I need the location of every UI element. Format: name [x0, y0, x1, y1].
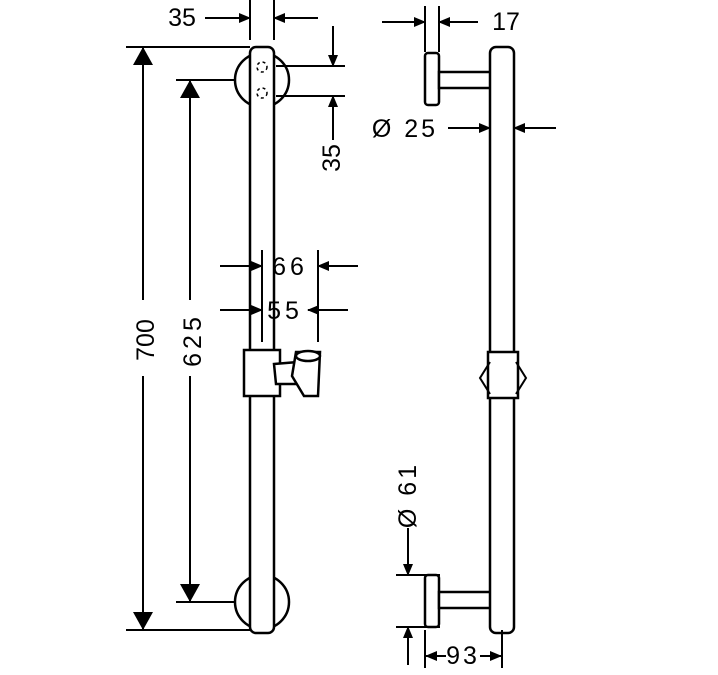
side-slider-clip	[478, 361, 528, 395]
side-view: 17 Ø 25 Ø 61 93	[372, 6, 556, 670]
side-rod	[488, 45, 516, 635]
dim-overall-height: 700	[132, 319, 160, 361]
dim-flange-diameter: Ø 61	[394, 462, 422, 528]
bottom-arm	[437, 590, 497, 610]
top-mount-plate	[423, 51, 441, 107]
dim-mount-thickness: 17	[492, 8, 520, 36]
side-slider	[486, 350, 520, 400]
shower-holder-opening	[294, 349, 322, 363]
dim-slider-outer: 66	[272, 253, 308, 281]
dim-slider-inner: 55	[267, 297, 303, 325]
dim-projection: 93	[446, 642, 480, 670]
top-flange-screws	[256, 61, 268, 99]
front-view: 700 625 35 35 66 55	[126, 0, 358, 635]
bottom-mount-plate	[423, 573, 441, 629]
dim-mount-spacing: 625	[179, 313, 207, 367]
dim-rod-offset: 35	[318, 144, 346, 172]
top-arm	[437, 70, 497, 90]
dim-rod-diameter: Ø 25	[372, 115, 438, 143]
dim-top-offset: 35	[168, 4, 196, 32]
